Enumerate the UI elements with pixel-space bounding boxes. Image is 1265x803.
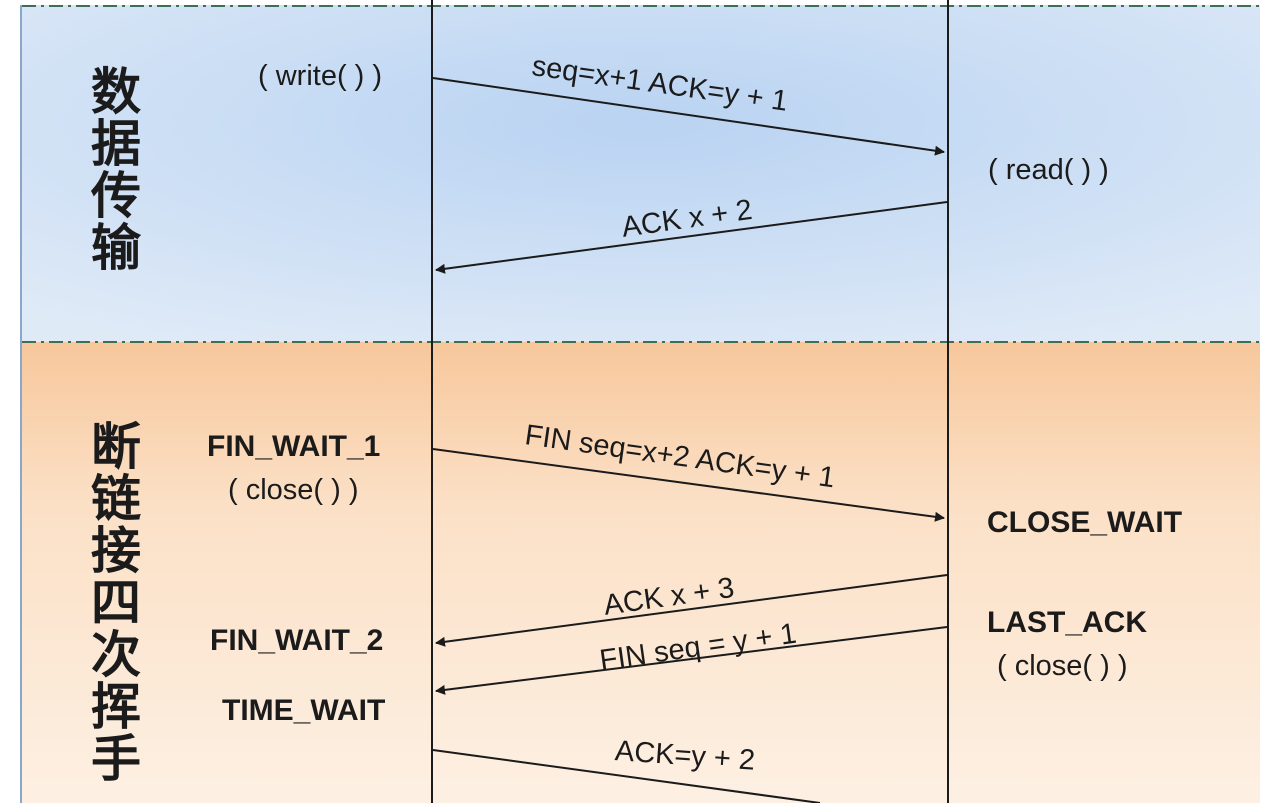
message-arrow-5	[435, 626, 948, 695]
client-state-time-wait: TIME_WAIT	[222, 694, 386, 727]
client-close-call: ( close( ) )	[228, 474, 359, 506]
server-state-last-ack: LAST_ACK	[987, 606, 1148, 639]
server-read-call: ( read( ) )	[988, 154, 1109, 186]
server-state-close-wait: CLOSE_WAIT	[987, 506, 1183, 539]
message-arrow-4	[435, 574, 948, 647]
section-title-data-transfer: 数据传输	[83, 65, 141, 273]
data-transfer-panel	[22, 5, 1260, 342]
message-arrow-6	[432, 749, 821, 803]
client-state-fin-wait-2: FIN_WAIT_2	[210, 624, 384, 657]
server-close-call: ( close( ) )	[997, 650, 1128, 682]
message-arrow-2	[435, 201, 948, 274]
section-title-teardown: 断链接四次挥手	[83, 420, 141, 784]
teardown-panel	[22, 342, 1260, 803]
client-write-call: ( write( ) )	[258, 60, 383, 92]
message-arrow-1	[432, 77, 945, 156]
client-state-fin-wait-1: FIN_WAIT_1	[207, 430, 381, 463]
message-arrow-3	[432, 448, 945, 522]
